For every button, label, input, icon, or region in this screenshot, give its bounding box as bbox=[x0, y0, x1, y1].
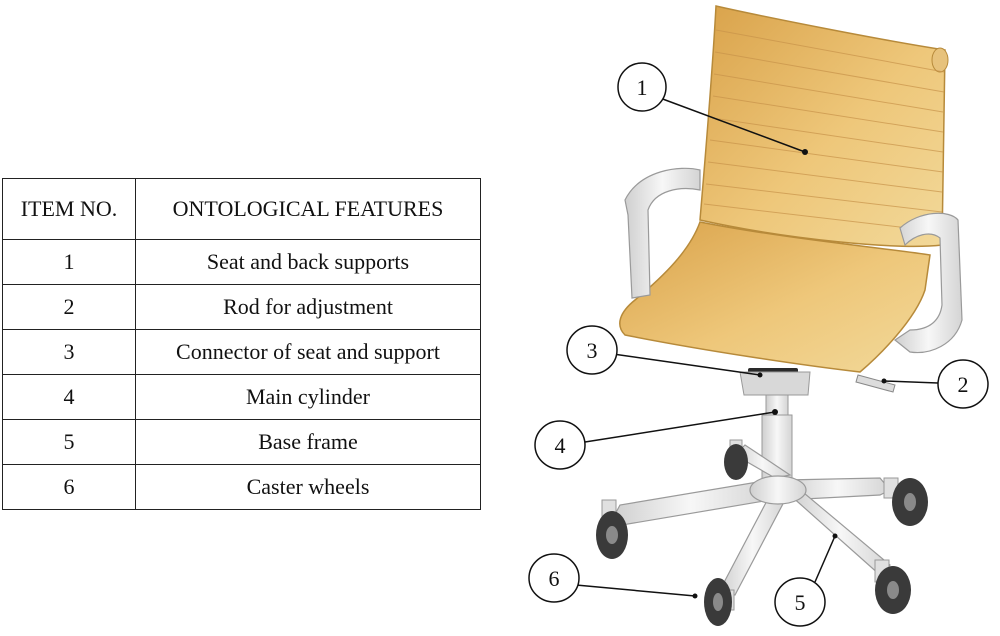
row-feature: Rod for adjustment bbox=[135, 284, 481, 330]
row-feature: Base frame bbox=[135, 419, 481, 465]
table-row: 1 Seat and back supports bbox=[2, 239, 481, 285]
table-row: 6 Caster wheels bbox=[2, 464, 481, 510]
table-header-row: ITEM NO. ONTOLOGICAL FEATURES bbox=[2, 178, 481, 240]
callout-5: 5 bbox=[774, 577, 826, 627]
callout-3: 3 bbox=[566, 325, 618, 375]
row-feature: Main cylinder bbox=[135, 374, 481, 420]
table-row: 3 Connector of seat and support bbox=[2, 329, 481, 375]
row-item-number: 2 bbox=[2, 284, 136, 330]
callout-2: 2 bbox=[937, 359, 989, 409]
base-frame bbox=[611, 444, 891, 596]
right-armrest bbox=[893, 212, 963, 354]
row-item-number: 6 bbox=[2, 464, 136, 510]
chair-seat bbox=[619, 221, 931, 373]
backrest-top-roll bbox=[931, 47, 949, 73]
callout-label: 1 bbox=[637, 75, 648, 100]
office-chair-illustration: 1 2 3 4 5 6 bbox=[528, 5, 989, 627]
callout-label: 3 bbox=[587, 338, 598, 363]
callout-4: 4 bbox=[534, 420, 586, 470]
chair-backrest bbox=[699, 5, 946, 248]
row-item-number: 4 bbox=[2, 374, 136, 420]
caster-wheel bbox=[596, 499, 628, 559]
row-feature: Seat and back supports bbox=[135, 239, 481, 285]
row-feature: Caster wheels bbox=[135, 464, 481, 510]
header-item-no: ITEM NO. bbox=[2, 178, 136, 240]
callout-label: 2 bbox=[958, 372, 969, 397]
left-armrest bbox=[624, 167, 701, 299]
callout-label: 5 bbox=[795, 590, 806, 615]
caster-wheel bbox=[704, 578, 735, 626]
callout-1: 1 bbox=[617, 62, 667, 112]
header-ontological-features: ONTOLOGICAL FEATURES bbox=[135, 178, 481, 240]
row-item-number: 1 bbox=[2, 239, 136, 285]
caster-wheel bbox=[883, 477, 928, 526]
callout-6: 6 bbox=[528, 553, 580, 603]
caster-wheel bbox=[724, 439, 748, 480]
seat-mechanism bbox=[739, 371, 811, 396]
row-item-number: 5 bbox=[2, 419, 136, 465]
table-row: 2 Rod for adjustment bbox=[2, 284, 481, 330]
row-item-number: 3 bbox=[2, 329, 136, 375]
row-feature: Connector of seat and support bbox=[135, 329, 481, 375]
caster-wheels bbox=[596, 439, 928, 626]
leader-dots bbox=[692, 149, 887, 599]
callout-label: 6 bbox=[549, 566, 560, 591]
parts-table: ITEM NO. ONTOLOGICAL FEATURES 1 Seat and… bbox=[2, 178, 481, 510]
backrest-slats bbox=[703, 29, 945, 233]
callout-label: 4 bbox=[555, 433, 566, 458]
table-row: 4 Main cylinder bbox=[2, 374, 481, 420]
caster-wheel bbox=[874, 559, 911, 614]
leader-lines bbox=[575, 97, 939, 597]
table-row: 5 Base frame bbox=[2, 419, 481, 465]
adjustment-rod bbox=[855, 374, 896, 393]
